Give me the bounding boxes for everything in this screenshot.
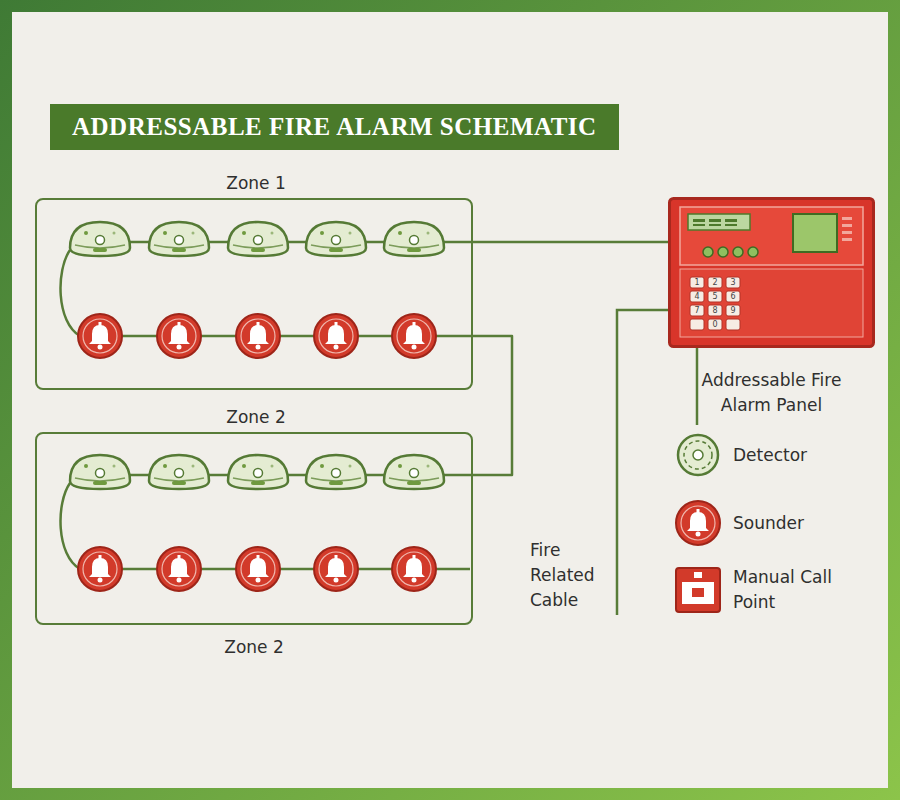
key-label: 6: [726, 291, 740, 302]
key-label: 5: [708, 291, 722, 302]
zone-heading: Zone 2: [226, 407, 286, 427]
legend-text: Manual Call Point: [733, 565, 853, 615]
zone-box: Zone 2: [35, 432, 473, 625]
zone-label: Zone 2: [224, 637, 284, 657]
panel-artwork: [668, 197, 875, 348]
key-label: 0: [708, 319, 722, 330]
key-label: 2: [708, 277, 722, 288]
panel-label: Addressable Fire Alarm Panel: [684, 368, 859, 418]
legend-text: Detector: [733, 443, 853, 468]
cable-label: Fire Related Cable: [530, 538, 602, 613]
key-label: 9: [726, 305, 740, 316]
key-label: 3: [726, 277, 740, 288]
key-label: 4: [690, 291, 704, 302]
title-banner: ADDRESSABLE FIRE ALARM SCHEMATIC: [50, 104, 619, 150]
key-label: 8: [708, 305, 722, 316]
fire-alarm-panel: Addressable Fire Alarm Panel: [668, 197, 875, 348]
zone-heading: Zone 1: [226, 173, 286, 193]
wire-connector: [473, 241, 668, 244]
key-label: 7: [690, 305, 704, 316]
key-label: 1: [690, 277, 704, 288]
wire-connector: [473, 336, 512, 475]
zone-box: Zone 1: [35, 198, 473, 390]
legend-text: Sounder: [733, 511, 853, 536]
